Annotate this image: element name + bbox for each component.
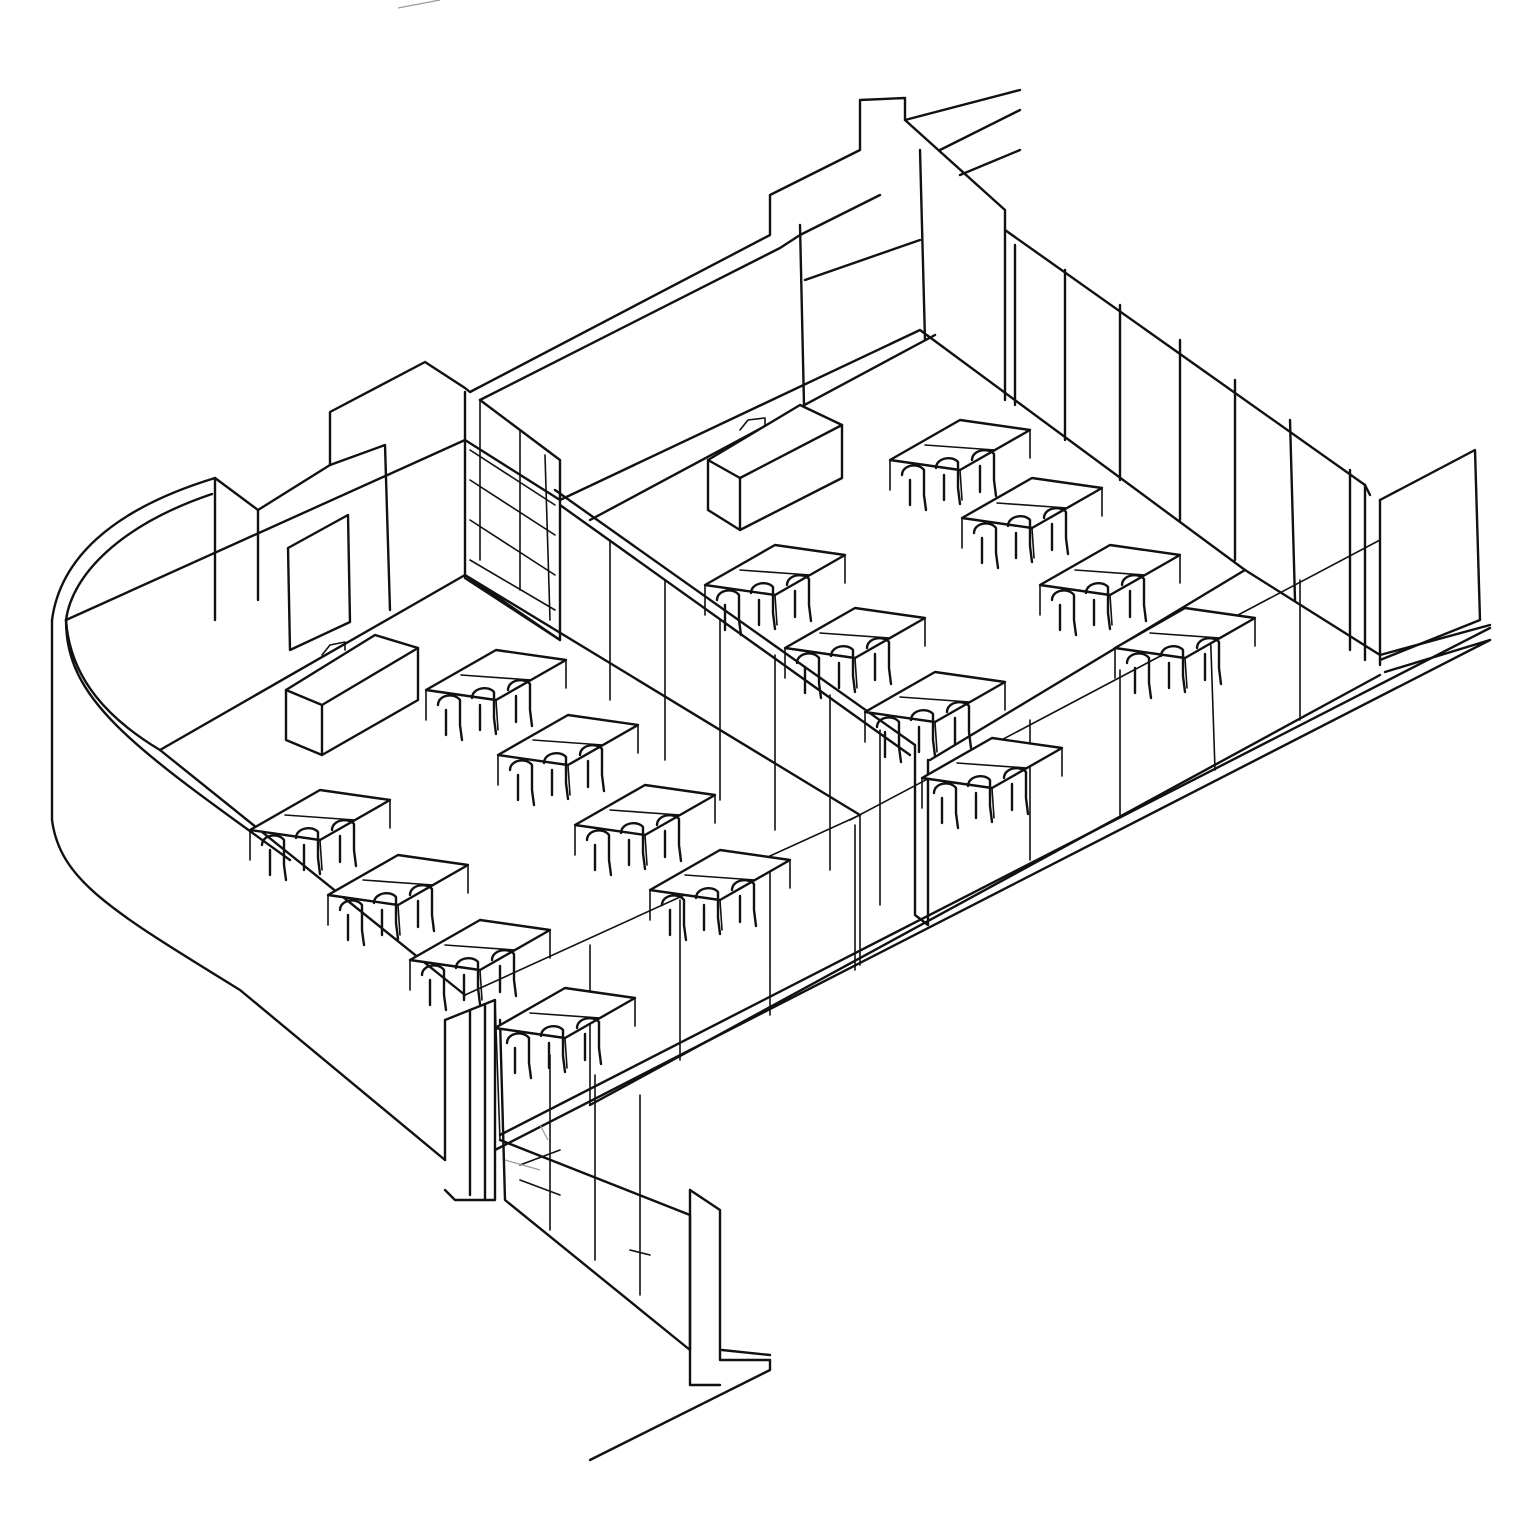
curved-wall-inner [64, 492, 214, 622]
curved-wall-face [50, 618, 447, 1162]
entry-pillar [468, 1003, 487, 1202]
desk-cluster [960, 476, 1104, 570]
desk-cluster [1113, 606, 1257, 700]
curved-wall-cap [64, 618, 292, 862]
teacher-desk-right [706, 403, 844, 532]
entry-door-lines [519, 1054, 651, 1296]
desk-cluster [703, 543, 847, 637]
entry-wall [443, 998, 497, 1202]
front-edge-2 [493, 638, 1492, 1152]
front-edge-1 [498, 626, 1492, 1137]
desk-cluster [496, 713, 640, 807]
entry-return-wall-2 [688, 1188, 772, 1387]
back-wall-top-inner [478, 193, 882, 402]
front-edge-3 [588, 673, 1382, 1107]
right-slab-top [1378, 448, 1482, 662]
desk-cluster [648, 848, 792, 942]
left-room-shelves [469, 399, 556, 621]
corridor-line-top [938, 108, 1022, 177]
left-room-shelving [463, 390, 562, 642]
right-room-front-line [928, 568, 1247, 762]
desk-cluster [326, 853, 470, 947]
left-room-door [286, 513, 352, 652]
teacher-desk-left [284, 633, 420, 757]
desk-cluster [493, 986, 637, 1080]
left-room-back-wall [213, 443, 392, 622]
curved-wall-outer [50, 360, 472, 622]
guide-marks [397, 0, 549, 1171]
back-wall-top [468, 88, 1022, 394]
left-classroom [64, 390, 930, 927]
entry-return-wall [588, 1188, 772, 1462]
right-classroom [558, 148, 1382, 762]
curved-wall-top-inner [64, 618, 467, 997]
desk-cluster [783, 606, 927, 700]
right-room-floor-line [558, 328, 1382, 657]
building-shell [50, 88, 1492, 1462]
desk-cluster [424, 648, 568, 742]
desk-cluster [248, 788, 392, 882]
divider-panels [609, 539, 881, 906]
glass-front-wall [464, 539, 1381, 1141]
right-room-back-walls [798, 148, 1382, 667]
desk-cluster [573, 783, 717, 877]
